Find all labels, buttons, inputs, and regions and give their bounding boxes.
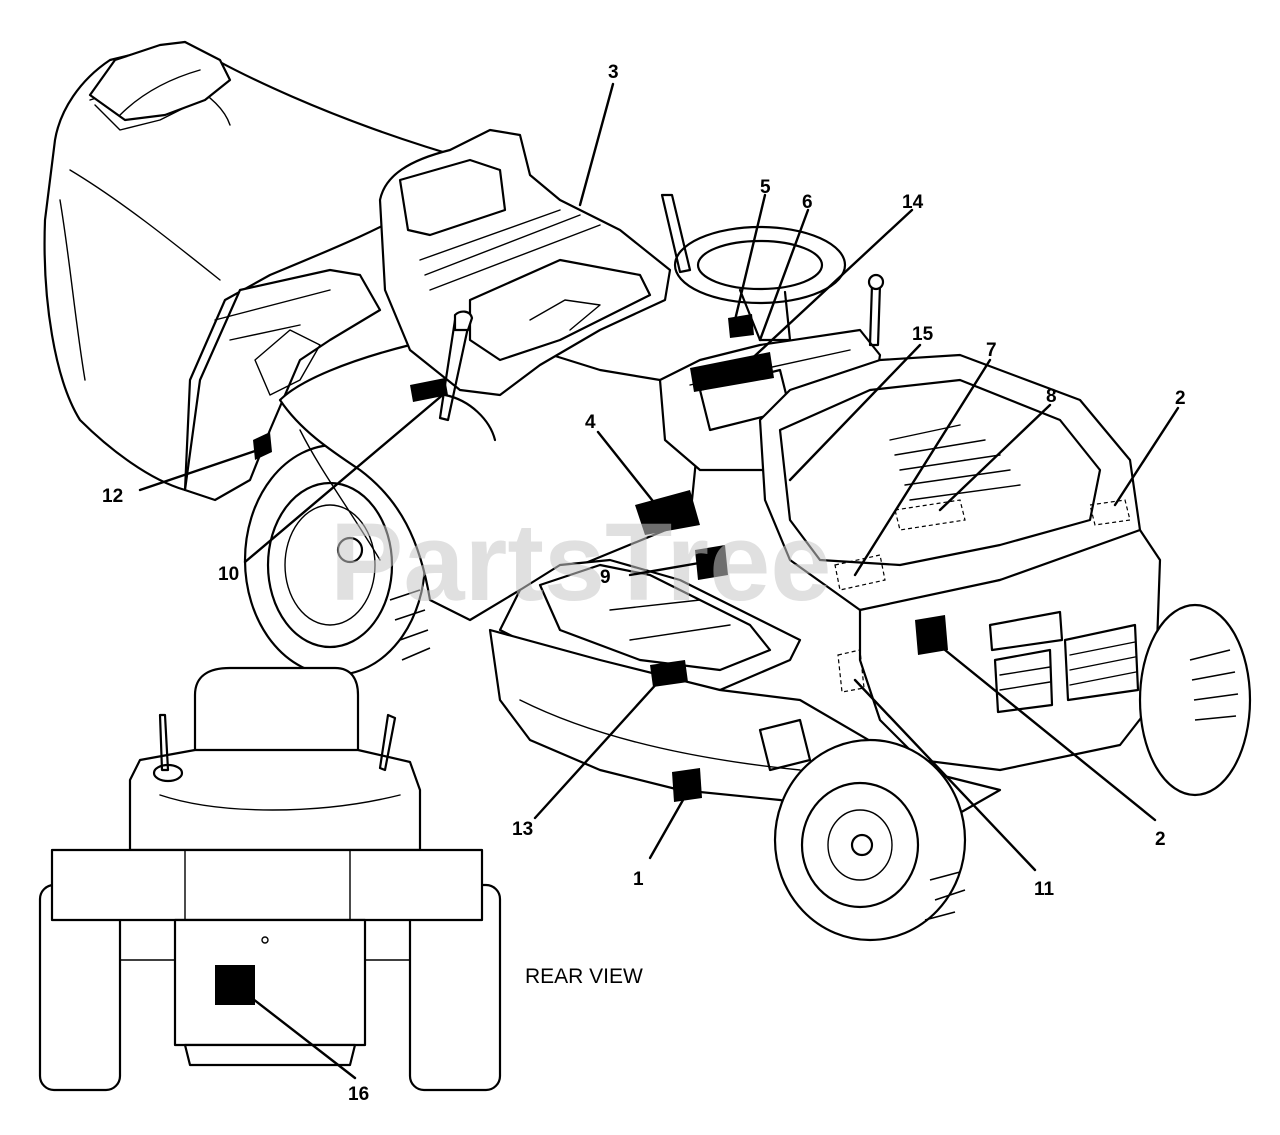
callout-16: 16 [348,1084,369,1105]
callout-14: 14 [902,192,924,213]
decal-9 [695,545,728,580]
front-wheel-left [773,738,967,942]
callout-3: 3 [608,62,619,83]
decal-14 [690,352,774,392]
callout-8: 8 [1046,386,1057,407]
callout-6: 6 [802,192,813,213]
callout-12: 12 [102,486,123,507]
decal-2b [915,615,948,655]
callout-2-top: 2 [1175,388,1186,409]
decal-4 [635,490,700,535]
steering-wheel [673,225,847,342]
seat [378,128,672,397]
callout-labels: 3 5 6 14 15 7 8 2 4 12 10 9 13 1 2 11 16 [102,62,1186,1105]
decal-11 [837,649,865,693]
callout-9: 9 [600,567,611,588]
grass-catcher-bag [43,40,472,492]
throttle-lever [660,193,692,274]
decal-12 [253,432,272,460]
callout-15: 15 [912,324,934,345]
bag-frame [183,268,382,502]
leader-lines [138,82,1180,1080]
callout-2-bottom: 2 [1155,829,1166,850]
rear-view-inset [38,666,502,1092]
callout-11: 11 [1034,879,1055,900]
callout-4: 4 [585,412,596,433]
hand-lever [868,283,882,347]
callout-1: 1 [633,869,644,890]
callout-13: 13 [512,819,533,840]
decal-1 [672,768,702,802]
watermark: PartsTree [330,501,831,624]
decal-10 [410,378,448,402]
callout-7: 7 [986,340,997,361]
rear-view-label: REAR VIEW [525,965,643,988]
rear-fender [278,333,702,622]
decal-5 [728,314,754,338]
front-wheel-right [1138,603,1252,797]
decals [253,314,948,802]
callout-10: 10 [218,564,239,585]
callout-5: 5 [760,177,771,198]
